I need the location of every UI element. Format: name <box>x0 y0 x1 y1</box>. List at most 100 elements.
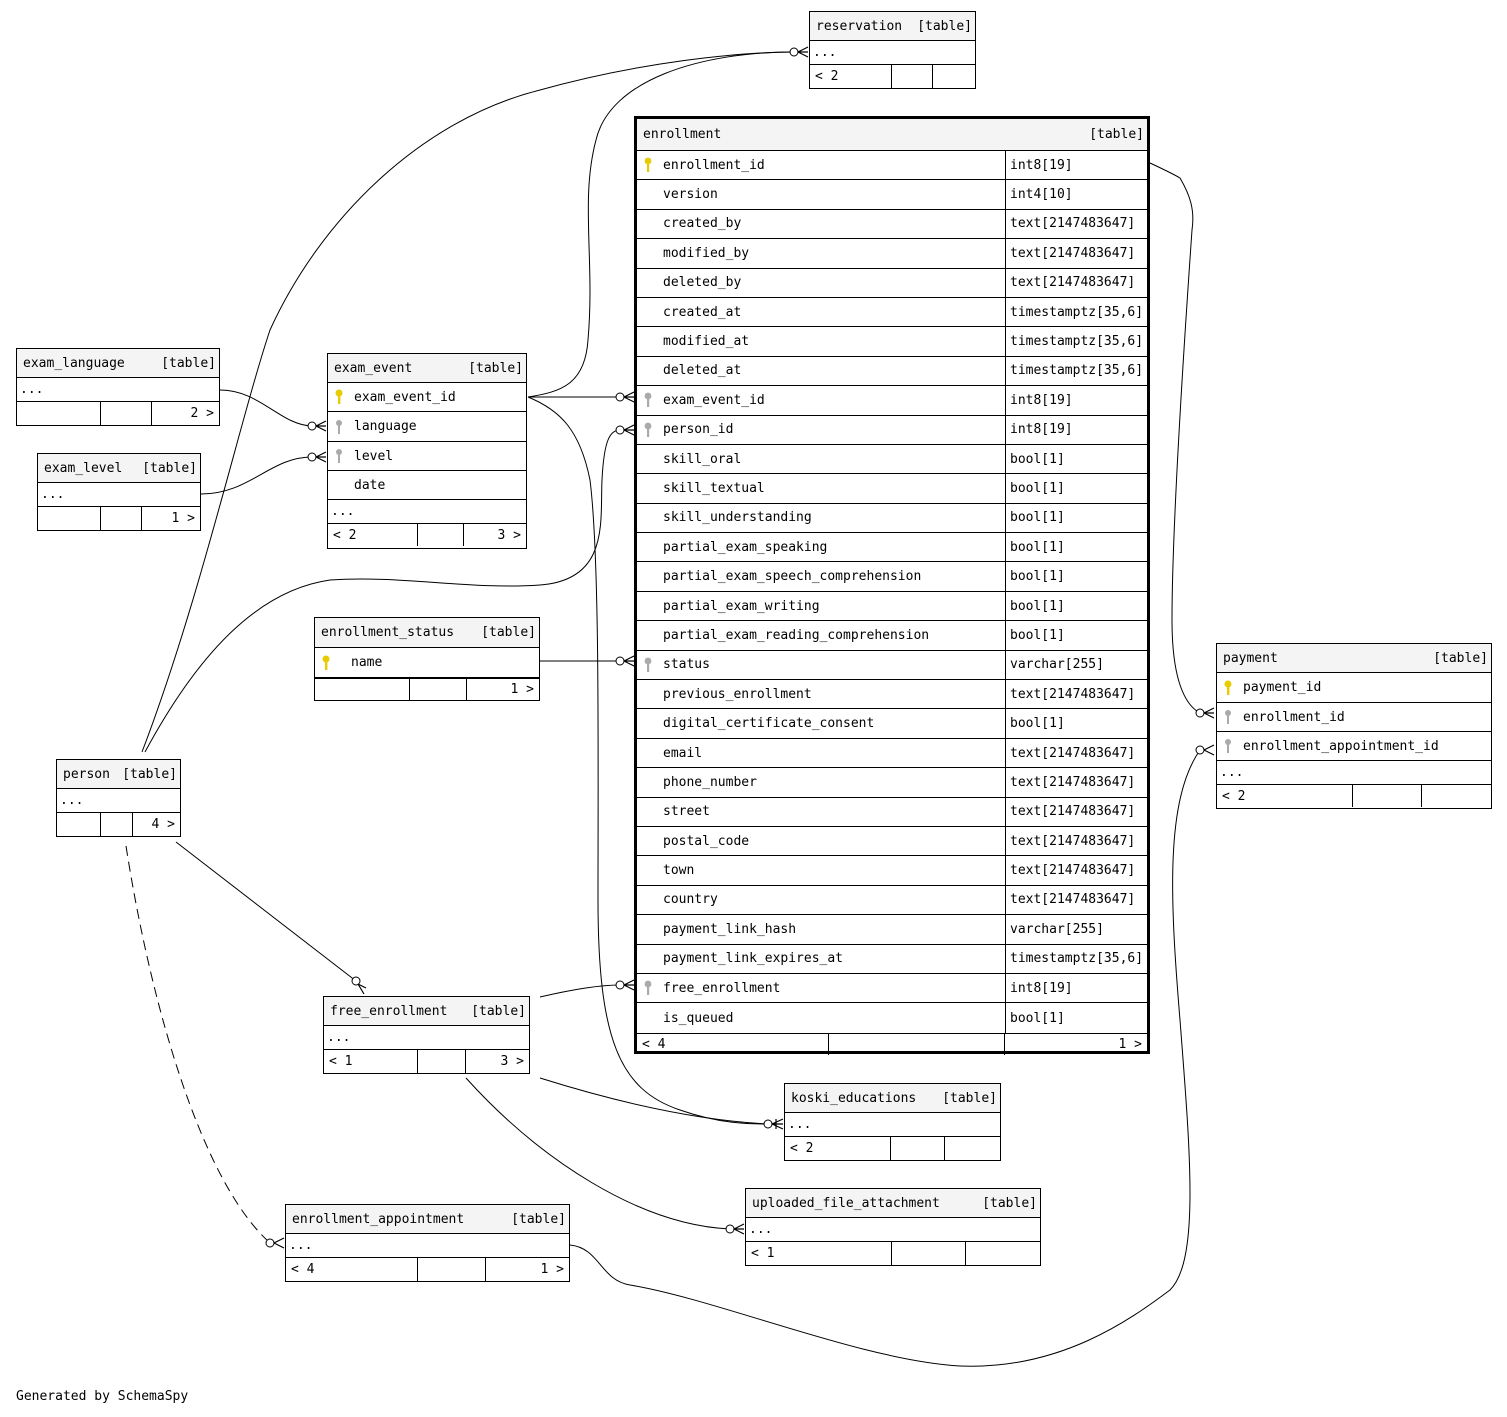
children-count[interactable] <box>1422 785 1491 807</box>
children-count[interactable]: 1 > <box>1118 1036 1142 1052</box>
table-footer: < 2 <box>785 1137 1000 1160</box>
column-name: country <box>663 892 718 908</box>
column-row[interactable]: payment_id <box>1217 673 1491 703</box>
column-name-cell: payment_link_expires_at <box>637 945 1005 973</box>
column-name: enrollment_id <box>663 157 765 173</box>
table-reservation[interactable]: reservation [table] ... < 2 <box>809 11 976 89</box>
parents-count[interactable]: < 4 <box>286 1258 418 1281</box>
table-exam-language[interactable]: exam_language [table] ... 2 > <box>16 348 220 426</box>
table-enrollment-appointment[interactable]: enrollment_appointment [table] ... < 4 1… <box>285 1204 570 1282</box>
table-name: person <box>63 766 110 782</box>
column-row[interactable]: enrollment_id <box>1217 703 1491 732</box>
table-koski-educations[interactable]: koski_educations [table] ... < 2 <box>784 1083 1001 1161</box>
column-type: text[2147483647] <box>1005 768 1147 797</box>
children-count[interactable]: 1 > <box>171 511 195 526</box>
column-row[interactable]: country text[2147483647] <box>637 885 1147 916</box>
table-footer: < 2 <box>810 65 975 88</box>
column-row[interactable]: date <box>328 471 526 500</box>
parents-count[interactable] <box>57 813 101 836</box>
children-count[interactable]: 1 > <box>510 682 534 697</box>
children-count[interactable] <box>933 65 975 88</box>
children-count[interactable] <box>945 1137 1000 1160</box>
table-enrollment-status[interactable]: enrollment_status [table] name 1 > <box>314 617 540 701</box>
children-count[interactable]: 3 > <box>500 1054 524 1069</box>
table-name: free_enrollment <box>330 1003 448 1019</box>
children-count[interactable]: 4 > <box>151 817 175 832</box>
column-type: bool[1] <box>1005 591 1147 621</box>
table-kind: [table] <box>481 625 536 640</box>
parents-count[interactable]: < 1 <box>324 1050 418 1073</box>
children-count[interactable]: 3 > <box>497 527 521 543</box>
table-person[interactable]: person [table] ... 4 > <box>56 759 181 837</box>
column-row[interactable]: phone_number text[2147483647] <box>637 768 1147 798</box>
column-row[interactable]: language <box>328 412 526 442</box>
columns-ellipsis: ... <box>17 378 219 402</box>
columns-ellipsis: ... <box>746 1218 1040 1242</box>
column-name: language <box>354 419 417 434</box>
table-exam-event[interactable]: exam_event [table] exam_event_id languag… <box>327 353 527 549</box>
column-type: bool[1] <box>1005 1003 1147 1033</box>
table-free-enrollment[interactable]: free_enrollment [table] ... < 1 3 > <box>323 996 530 1074</box>
column-name: skill_oral <box>663 451 742 467</box>
parents-count[interactable]: < 2 <box>785 1137 891 1160</box>
parents-count[interactable]: < 2 <box>328 524 418 546</box>
table-exam-level[interactable]: exam_level [table] ... 1 > <box>37 453 201 531</box>
table-header: enrollment_appointment [table] <box>286 1205 569 1234</box>
column-name: version <box>663 187 718 203</box>
parents-count[interactable]: < 1 <box>746 1242 892 1265</box>
table-uploaded-file-attachment[interactable]: uploaded_file_attachment [table] ... < 1 <box>745 1188 1041 1266</box>
children-count[interactable]: 1 > <box>540 1262 564 1277</box>
parents-count[interactable]: < 2 <box>1217 785 1353 807</box>
parents-count[interactable] <box>315 679 410 700</box>
column-row[interactable]: name <box>315 648 539 678</box>
column-name: status <box>663 657 710 673</box>
parents-count[interactable] <box>17 402 101 425</box>
children-count[interactable]: 2 > <box>190 406 214 421</box>
parents-count[interactable]: < 2 <box>810 65 892 88</box>
column-row[interactable]: enrollment_appointment_id <box>1217 732 1491 761</box>
children-count[interactable] <box>966 1242 1040 1265</box>
column-name-cell: previous_enrollment <box>637 680 1005 708</box>
column-type: text[2147483647] <box>1005 856 1147 885</box>
columns-ellipsis: ... <box>785 1113 1000 1137</box>
table-payment[interactable]: payment [table] payment_id enrollment_id… <box>1216 643 1492 809</box>
parents-count[interactable]: < 4 <box>637 1033 829 1055</box>
column-row[interactable]: level <box>328 442 526 471</box>
column-name: phone_number <box>663 774 757 790</box>
column-row[interactable]: exam_event_id <box>328 383 526 412</box>
column-type: text[2147483647] <box>1005 885 1147 915</box>
column-name-cell: exam_event_id <box>637 386 1005 414</box>
table-header: enrollment [table] <box>637 119 1147 151</box>
parents-count[interactable] <box>38 507 101 530</box>
